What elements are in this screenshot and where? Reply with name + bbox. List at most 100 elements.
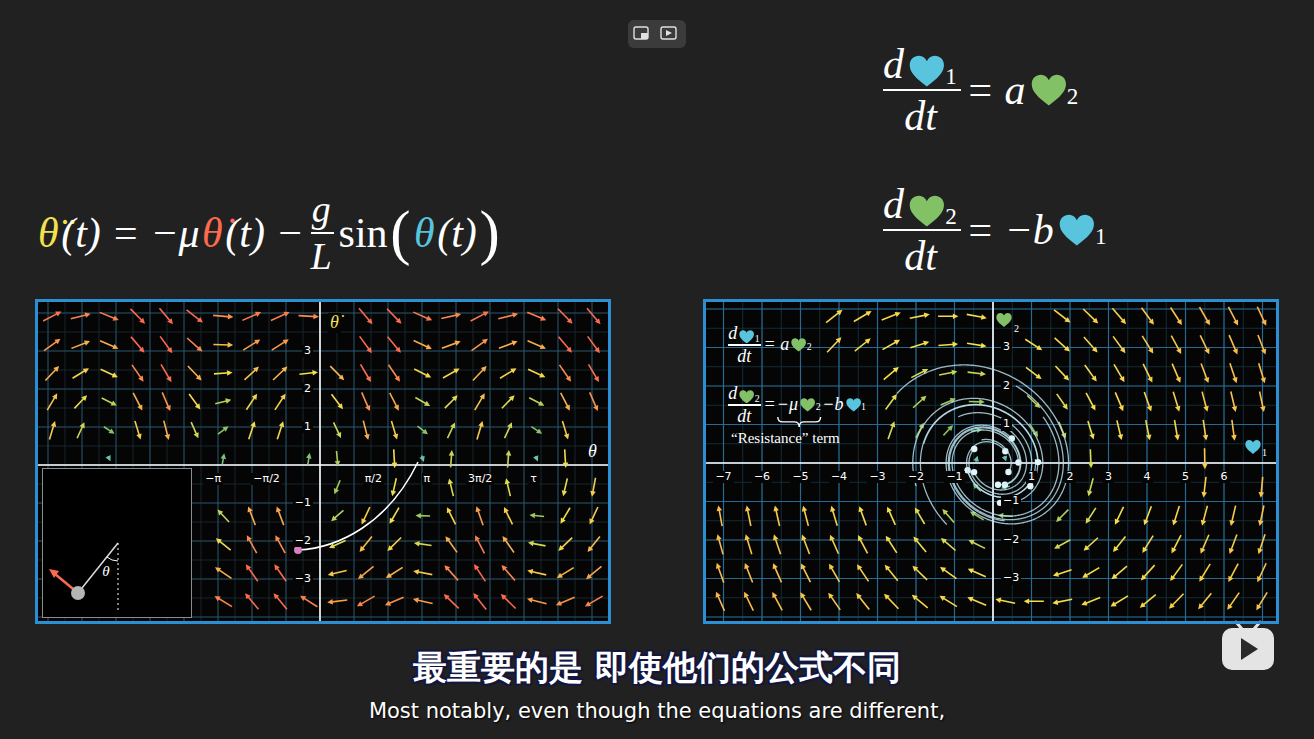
arrow-head bbox=[951, 370, 957, 375]
vector-arrow bbox=[187, 310, 201, 321]
tick-label: −2 bbox=[1001, 534, 1021, 546]
arrow-head bbox=[166, 405, 171, 411]
arrow-head bbox=[473, 593, 479, 599]
vector-arrow bbox=[388, 597, 404, 604]
math-text: L bbox=[311, 236, 332, 278]
grid bbox=[38, 302, 608, 621]
minor-grid-line bbox=[706, 347, 1276, 348]
vector-arrow bbox=[100, 312, 116, 319]
trajectory-path bbox=[949, 386, 1063, 520]
vector-arrow bbox=[244, 369, 256, 380]
arrow-head bbox=[1256, 604, 1261, 610]
arrow-head bbox=[194, 432, 199, 438]
heart-icon bbox=[996, 313, 1011, 327]
tick-label: 1 bbox=[1026, 471, 1037, 483]
vector-arrow bbox=[804, 509, 808, 526]
arrow-head bbox=[533, 455, 538, 461]
arrow-head bbox=[165, 434, 170, 440]
math-text: θ̇ bbox=[202, 210, 223, 256]
arrow-head bbox=[167, 347, 172, 353]
vector-arrow bbox=[303, 597, 318, 606]
arrow-head bbox=[337, 403, 343, 409]
arrow-head bbox=[717, 505, 723, 511]
vector-arrow bbox=[938, 344, 955, 345]
arrow-head bbox=[865, 338, 871, 344]
fraction-bar bbox=[311, 232, 334, 234]
arrow-head bbox=[1056, 516, 1062, 522]
arrow-head bbox=[196, 375, 202, 381]
arrow-head bbox=[567, 318, 573, 324]
tick-label: 3 bbox=[1103, 471, 1114, 483]
vector-arrow bbox=[499, 342, 515, 348]
subtitle-zh: 最重要的是 即使他们的公式不同 bbox=[0, 649, 1314, 686]
vector-arrow bbox=[1055, 338, 1068, 350]
minor-grid-line bbox=[38, 351, 608, 352]
arrow-head bbox=[1092, 318, 1098, 324]
arrow-head bbox=[1082, 573, 1088, 578]
arrow-head bbox=[1172, 547, 1177, 553]
arrow-head bbox=[1259, 492, 1265, 498]
vector-arrow bbox=[1085, 568, 1100, 577]
major-grid-line bbox=[38, 465, 608, 466]
arrow-head bbox=[557, 573, 563, 578]
major-grid-line bbox=[706, 347, 1276, 348]
y-axis bbox=[319, 302, 321, 621]
arrow-head bbox=[395, 376, 400, 382]
equation: d2dt= −b1 bbox=[878, 181, 1110, 280]
arrow-head bbox=[275, 535, 280, 541]
tick-label: 3 bbox=[302, 345, 313, 357]
vector-arrow bbox=[1261, 477, 1263, 495]
vector-arrow bbox=[588, 566, 601, 577]
arrow-head bbox=[228, 342, 234, 348]
arrow-head bbox=[1024, 598, 1030, 604]
vector-arrow bbox=[1257, 307, 1265, 323]
fraction: gL bbox=[311, 189, 334, 278]
vector-arrow bbox=[858, 595, 869, 609]
math-text: d bbox=[883, 181, 904, 227]
state-dot bbox=[1027, 483, 1033, 489]
arrow-head bbox=[85, 312, 91, 317]
vector-arrow bbox=[1200, 593, 1211, 607]
arrow-head bbox=[536, 428, 542, 433]
minor-grid-line bbox=[456, 302, 457, 621]
vector-arrow bbox=[747, 508, 751, 526]
tick-label: 2 bbox=[1001, 380, 1012, 392]
minor-grid-line bbox=[706, 501, 1276, 502]
vector-arrow bbox=[248, 538, 256, 553]
vector-arrow bbox=[1258, 335, 1265, 352]
angle-arc bbox=[107, 557, 118, 561]
phase-plot-panel: d1dt= a2d2dt=−μ2−b1“Resistance” term21−7… bbox=[703, 299, 1279, 624]
heart-shape bbox=[996, 313, 1011, 327]
arrow-head bbox=[891, 394, 897, 400]
vector-arrow bbox=[938, 315, 955, 317]
arrow-head bbox=[478, 421, 483, 427]
vector-arrow bbox=[910, 343, 926, 348]
minor-grid-line bbox=[38, 408, 608, 409]
math-text: dt bbox=[904, 93, 937, 139]
arrow-head bbox=[306, 453, 312, 459]
vector-arrow bbox=[272, 341, 286, 350]
minor-grid-line bbox=[354, 302, 355, 621]
heart-shape bbox=[910, 195, 944, 226]
arrow-head bbox=[1142, 547, 1147, 553]
vector-arrow bbox=[277, 538, 285, 553]
arrow-head bbox=[1062, 404, 1067, 410]
minor-grid-line bbox=[235, 302, 236, 621]
state-dot bbox=[1005, 469, 1011, 475]
arrow-head bbox=[387, 545, 393, 551]
vector-arrow bbox=[271, 313, 287, 320]
arrow-head bbox=[716, 563, 721, 569]
vector-arrow bbox=[447, 539, 457, 553]
vector-arrow bbox=[359, 308, 371, 322]
arrow-head bbox=[505, 478, 510, 484]
minor-grid-line bbox=[524, 302, 525, 621]
equation: d2dt=−μ2−b1 bbox=[726, 384, 868, 427]
arrow-head bbox=[51, 421, 56, 427]
vector-arrow bbox=[1204, 448, 1206, 466]
arrow-head bbox=[858, 535, 863, 541]
minor-grid-line bbox=[916, 302, 917, 621]
arrow-head bbox=[773, 506, 778, 512]
brace bbox=[778, 417, 821, 427]
vector-arrow bbox=[217, 597, 232, 606]
